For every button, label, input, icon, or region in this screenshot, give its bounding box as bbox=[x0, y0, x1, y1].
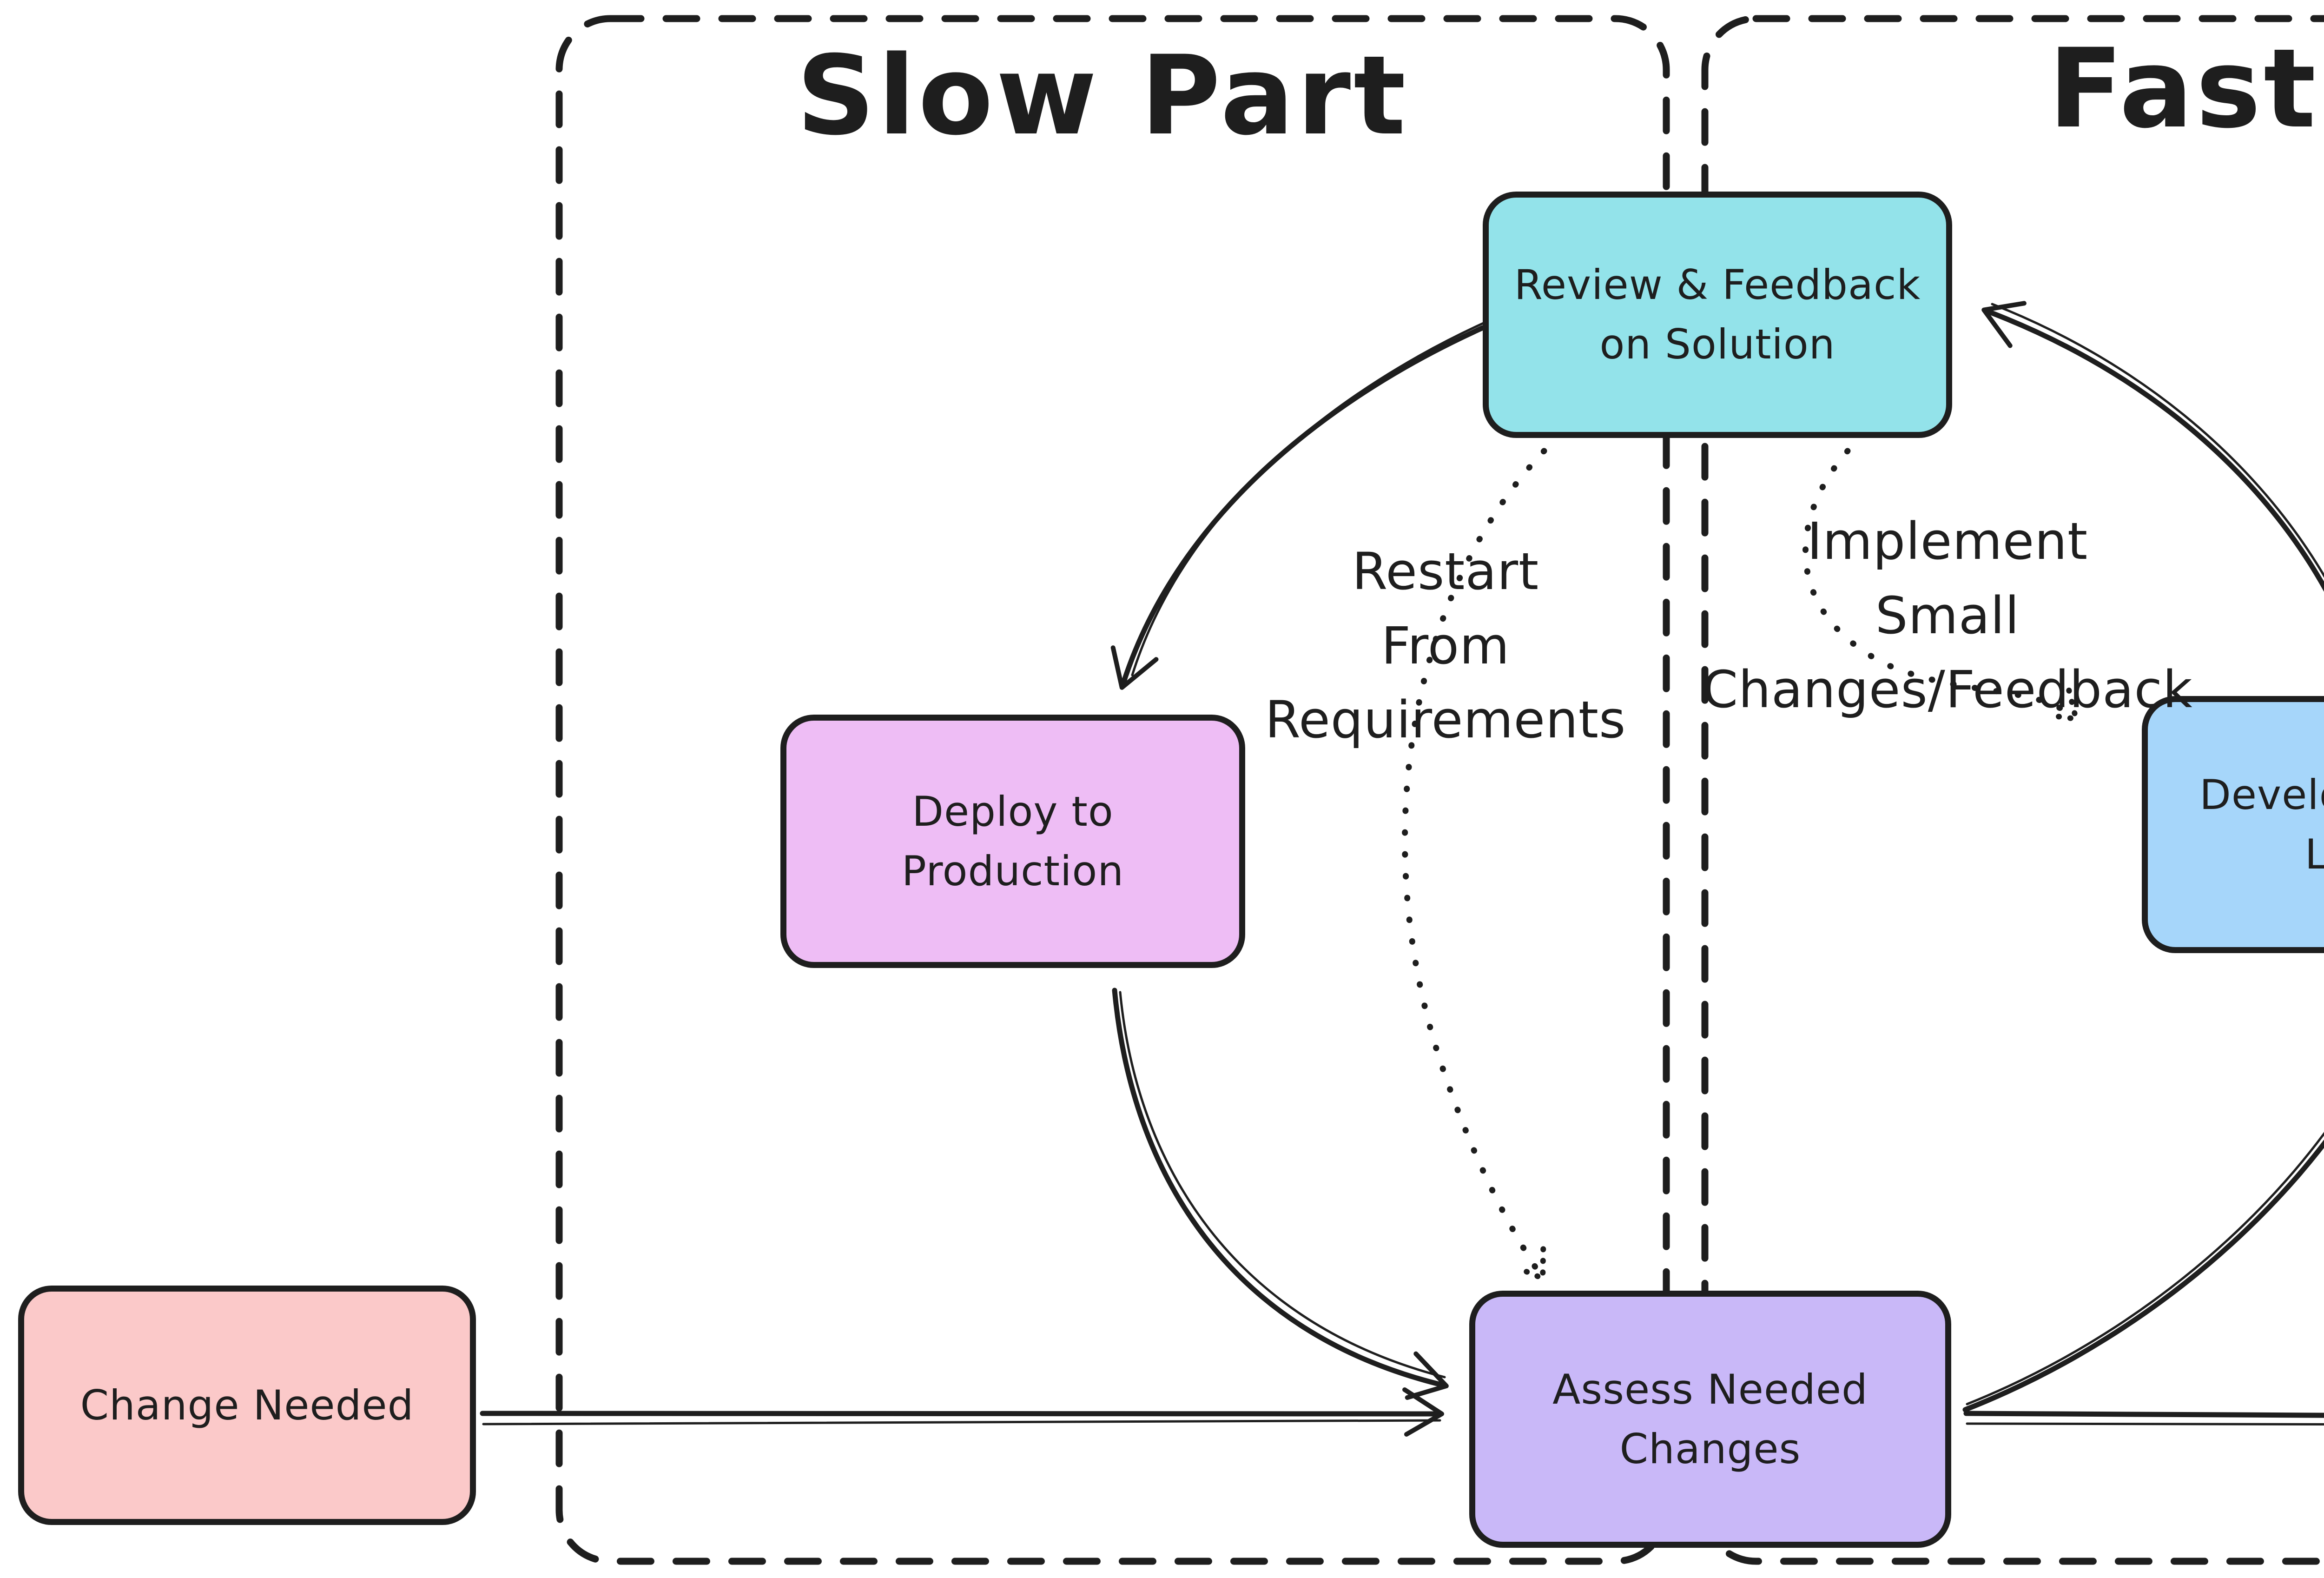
frame-title-fast-part: Fast Part bbox=[2048, 26, 2324, 152]
node-develop-solution-locally[interactable]: Develop Solution Locally bbox=[2142, 696, 2324, 953]
arrow-assess-to-done-sketch bbox=[1966, 1422, 2324, 1426]
arrow-assess-to-develop bbox=[1962, 1140, 2324, 1412]
arrow-develop-to-review-sketch bbox=[1991, 303, 2324, 578]
node-change-needed[interactable]: Change Needed bbox=[18, 1286, 476, 1525]
frame-title-slow-part: Slow Part bbox=[796, 33, 1409, 159]
arrow-deploy-to-assess bbox=[1112, 988, 1449, 1400]
arrow-review-to-deploy-sketch bbox=[1131, 320, 1488, 676]
node-change-needed-label: Change Needed bbox=[80, 1381, 414, 1429]
edge-label-restart-from-requirements: Restart From Requirements bbox=[1265, 542, 1626, 749]
edge-label-implement-small-changes-feedback: Implement Small Changes/Feedback bbox=[1702, 511, 2193, 719]
fast-part-frame bbox=[1701, 15, 2324, 1565]
node-develop-solution-locally-label: Develop Solution Locally bbox=[2199, 770, 2324, 878]
slow-part-frame bbox=[555, 15, 1670, 1565]
node-assess-needed-changes[interactable]: Assess Needed Changes bbox=[1469, 1291, 1951, 1548]
node-assess-needed-changes-label: Assess Needed Changes bbox=[1552, 1365, 1868, 1473]
arrow-deploy-to-assess-sketch bbox=[1119, 991, 1446, 1379]
dotted-arrow-implement-small-changes bbox=[1802, 448, 2075, 718]
node-review-feedback-label: Review & Feedback on Solution bbox=[1514, 261, 1921, 368]
arrow-assess-to-develop-sketch bbox=[1966, 1132, 2324, 1406]
dotted-arrow-restart-from-requirements bbox=[1402, 448, 1544, 1278]
arrow-develop-to-review bbox=[1981, 301, 2324, 592]
arrow-assess-to-done bbox=[1963, 1411, 2324, 1418]
node-deploy-to-production[interactable]: Deploy to Production bbox=[780, 715, 1245, 968]
node-deploy-to-production-label: Deploy to Production bbox=[901, 787, 1124, 895]
arrow-change-to-assess bbox=[480, 1387, 1444, 1437]
node-review-feedback-on-solution[interactable]: Review & Feedback on Solution bbox=[1483, 192, 1952, 438]
arrow-change-to-assess-sketch bbox=[482, 1419, 1441, 1426]
